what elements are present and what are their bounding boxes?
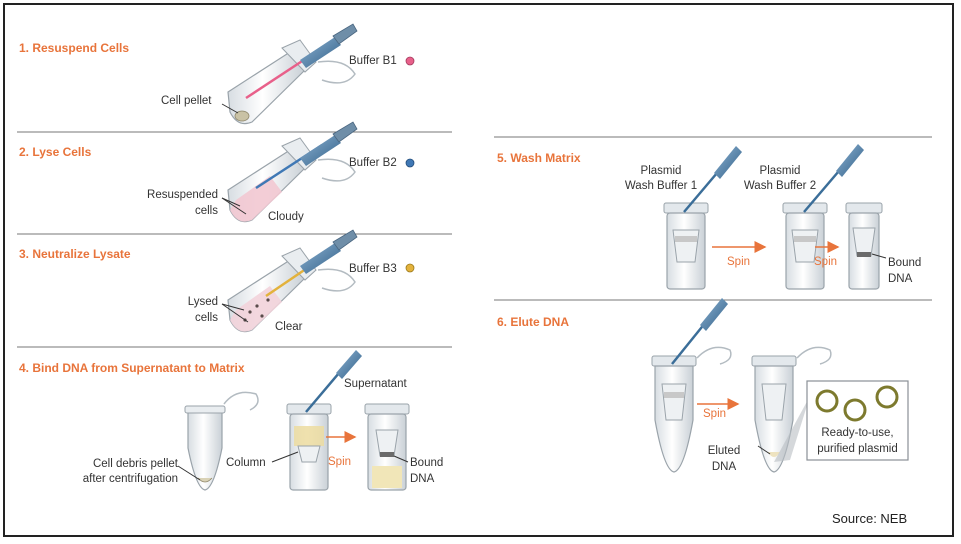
supernatant-label: Supernatant xyxy=(344,378,407,390)
elute-column-tube xyxy=(651,346,732,473)
lysed-leader-2 xyxy=(221,303,249,323)
wash2-tube xyxy=(782,202,828,290)
step2-title: 2. Lyse Cells xyxy=(19,145,92,159)
wash1-tube xyxy=(663,202,709,290)
figure-frame xyxy=(3,3,954,537)
step5-spin-label-1: Spin xyxy=(727,256,751,268)
buffer-b1-label: Buffer B1 xyxy=(349,55,397,67)
step4-spin-label: Spin xyxy=(328,456,352,468)
step6-spin-label: Spin xyxy=(703,408,727,420)
cloudy-label: Cloudy xyxy=(268,211,304,223)
step5-title: 5. Wash Matrix xyxy=(497,151,581,165)
pellet-leader xyxy=(221,103,239,114)
column-label: Column xyxy=(226,457,266,469)
debris-label-1: Cell debris pellet xyxy=(92,458,178,470)
buffer-b3-label: Buffer B3 xyxy=(349,263,397,275)
step4-bound-tube xyxy=(364,403,410,491)
wash1-label-2: Wash Buffer 1 xyxy=(624,180,698,192)
buffer-b3-dot xyxy=(405,263,415,273)
column-leader xyxy=(271,451,299,463)
wash2-label-1: Plasmid xyxy=(759,165,801,177)
plasmid-label-1: Ready-to-use, xyxy=(821,427,894,439)
resuspended-label-2: cells xyxy=(194,205,218,217)
step4-bound-label-2: DNA xyxy=(410,473,435,485)
step5-spin-label-2: Spin xyxy=(814,256,838,268)
lysed-leader-1 xyxy=(221,303,245,311)
cell-pellet-label: Cell pellet xyxy=(161,95,212,107)
step1-title: 1. Resuspend Cells xyxy=(19,41,130,55)
buffer-b2-dot xyxy=(405,158,415,168)
step3-pipette xyxy=(265,229,358,298)
step4-column-tube xyxy=(286,403,332,491)
elute-pipette xyxy=(671,298,728,365)
buffer-b2-label: Buffer B2 xyxy=(349,157,397,169)
step1-pipette xyxy=(245,23,358,100)
buffer-b1-dot xyxy=(405,56,415,66)
debris-leader xyxy=(177,465,201,481)
step5-bound-label-1: Bound xyxy=(888,257,922,269)
bound-leader-4 xyxy=(393,455,409,463)
bound-leader-5 xyxy=(871,253,887,259)
step4-bound-label-1: Bound xyxy=(410,457,444,469)
plasmid-callout xyxy=(774,380,909,462)
lysed-label-2: cells xyxy=(194,312,218,324)
resuspended-leader-2 xyxy=(221,197,247,215)
plasmid-ring-3 xyxy=(875,385,899,409)
lysed-label-1: Lysed xyxy=(187,296,218,308)
wash2-pipette xyxy=(803,144,864,213)
wash1-label-1: Plasmid xyxy=(640,165,682,177)
step6-title: 6. Elute DNA xyxy=(497,315,570,329)
step2-pipette xyxy=(255,121,358,190)
plasmid-ring-2 xyxy=(843,398,867,422)
plasmid-ring-1 xyxy=(815,389,839,413)
step3-title: 3. Neutralize Lysate xyxy=(19,247,131,261)
plasmid-label-2: purified plasmid xyxy=(817,443,898,455)
step1-tube xyxy=(227,39,356,125)
step5-bound-label-2: DNA xyxy=(888,273,913,285)
eluted-label-2: DNA xyxy=(711,461,737,473)
resuspended-label-1: Resuspended xyxy=(147,189,218,201)
step4-pipette xyxy=(305,350,362,413)
wash2-label-2: Wash Buffer 2 xyxy=(743,180,817,192)
step4-title: 4. Bind DNA from Supernatant to Matrix xyxy=(19,361,245,375)
step5-bound-tube xyxy=(845,202,883,290)
eluted-leader xyxy=(757,445,771,455)
source-credit: Source: NEB xyxy=(832,511,908,526)
wash1-pipette xyxy=(683,146,742,213)
debris-tube xyxy=(184,391,259,491)
debris-label-2: after centrifugation xyxy=(82,473,178,485)
resuspended-leader-1 xyxy=(221,197,241,207)
eluted-label-1: Eluted xyxy=(707,445,741,457)
clear-label: Clear xyxy=(275,321,303,333)
